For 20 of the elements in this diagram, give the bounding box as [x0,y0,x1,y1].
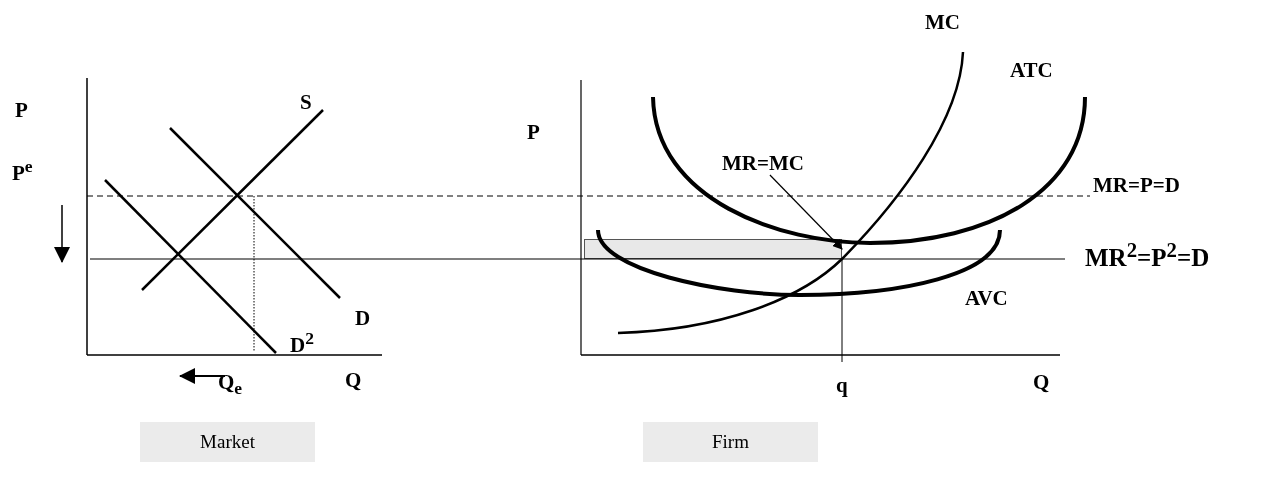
axis-label: MC [925,12,960,33]
axis-label: D$^{2}$ [290,330,314,356]
axis-label: MR=P=D [1093,175,1180,196]
axis-label: ATC [1010,60,1053,81]
axis-label: S [300,92,312,113]
leader-line [769,174,843,250]
axis-label: P [15,100,28,121]
axis-label: q [836,375,848,396]
axis-label: Q$_{e}$ [218,372,243,398]
axis-label: P$^{e}$ [12,158,33,184]
panel-label: Market [140,422,315,462]
panel-label: Firm [643,422,818,462]
axis-label: MR$^{2}$=P$^{2}$=D [1085,240,1210,271]
axis-label: P [527,122,540,143]
axis-label: Q [1033,372,1050,393]
callout-text: MR=MC [722,153,804,174]
axis-label: D [355,308,371,329]
axis-label: Q [345,370,362,391]
axis-label: AVC [965,288,1008,309]
shaded-area [584,239,842,259]
